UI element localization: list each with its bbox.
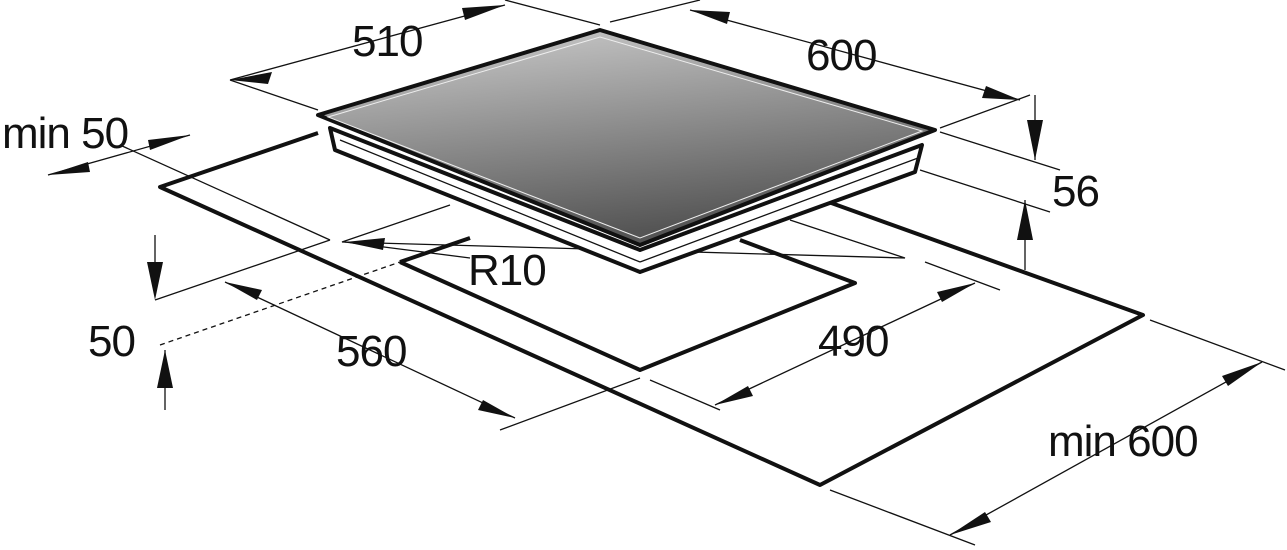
label-r10: R10 — [468, 246, 546, 295]
label-min-600: min 600 — [1048, 417, 1198, 466]
hob — [316, 28, 937, 274]
dimension-labels: 510 600 56 min 50 R10 50 560 490 min 600 — [2, 17, 1199, 466]
label-50: 50 — [88, 317, 135, 366]
arrowheads — [48, 5, 1262, 535]
label-600: 600 — [806, 31, 876, 80]
glass-top — [316, 28, 937, 247]
label-560: 560 — [336, 327, 406, 376]
label-510: 510 — [352, 17, 422, 66]
label-min-50: min 50 — [2, 109, 128, 158]
countertop-outline — [158, 131, 1145, 487]
label-490: 490 — [818, 317, 888, 366]
label-56: 56 — [1052, 167, 1099, 216]
dimension-lines — [47, 0, 1286, 546]
